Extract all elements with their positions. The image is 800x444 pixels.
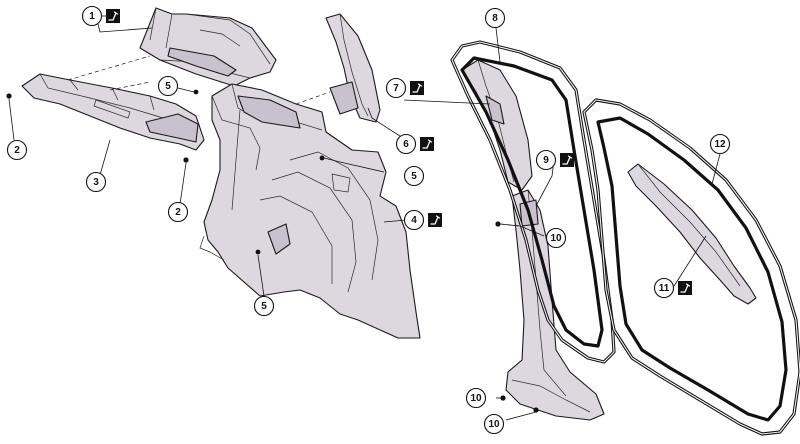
callout-11: 11 xyxy=(653,277,692,299)
callout-circle xyxy=(484,7,506,29)
callout-number: 5 xyxy=(261,301,267,312)
callout-number: 5 xyxy=(411,171,417,182)
callout-circle xyxy=(465,387,487,409)
callout-5: 5 xyxy=(403,165,425,187)
callout-circle xyxy=(167,201,189,223)
clip-5-bottom xyxy=(255,249,261,255)
callout-number: 12 xyxy=(714,139,726,150)
callout-7: 7 xyxy=(385,77,424,99)
callout-4: 4 xyxy=(403,209,442,231)
part-6-pillar-trim xyxy=(325,13,381,123)
callout-2: 2 xyxy=(167,201,189,223)
callout-number: 10 xyxy=(488,419,500,430)
callout-number: 10 xyxy=(550,233,562,244)
callout-circle xyxy=(385,77,407,99)
callout-number: 2 xyxy=(175,207,181,218)
part-3-sill-trim xyxy=(21,73,205,151)
callout-number: 11 xyxy=(659,283,670,294)
callout-circle xyxy=(403,165,425,187)
callout-circle xyxy=(535,149,557,171)
callout-circle xyxy=(81,5,103,27)
callout-number: 10 xyxy=(470,393,482,404)
trim-tool-icon xyxy=(560,153,574,167)
callout-10: 10 xyxy=(545,227,567,249)
trim-tool-icon xyxy=(106,9,120,23)
callout-number: 5 xyxy=(165,81,171,92)
callout-circle xyxy=(403,209,425,231)
callout-2: 2 xyxy=(6,139,28,161)
screw-10-bottom xyxy=(533,407,539,413)
trim-tool-icon xyxy=(410,81,424,95)
callout-number: 9 xyxy=(543,155,549,166)
screw-2-left xyxy=(6,93,12,99)
callout-number: 1 xyxy=(89,11,95,22)
part-8-door-seal xyxy=(450,40,616,364)
callout-number: 3 xyxy=(93,177,99,188)
part-4-quarter-panel xyxy=(199,83,421,339)
callout-number: 6 xyxy=(403,139,409,150)
clip-5-top xyxy=(193,89,199,95)
callout-10: 10 xyxy=(465,387,487,409)
callout-circle xyxy=(653,277,675,299)
screw-10-top xyxy=(495,221,501,227)
part-11-pillar-trim xyxy=(627,163,757,305)
clip-5-right xyxy=(319,155,325,161)
callout-circle xyxy=(483,413,505,435)
callout-circle xyxy=(253,295,275,317)
callout-8: 8 xyxy=(484,7,506,29)
fastener-screws xyxy=(6,89,539,413)
callout-circle xyxy=(395,133,417,155)
callout-circle xyxy=(6,139,28,161)
part-1-upper-quarter-trim xyxy=(139,7,277,87)
callout-circle xyxy=(85,171,107,193)
callout-number: 2 xyxy=(14,145,20,156)
callout-circle xyxy=(545,227,567,249)
callout-10: 10 xyxy=(483,413,505,435)
part-12-door-seal xyxy=(582,98,800,436)
callout-12: 12 xyxy=(709,133,731,155)
callout-number: 7 xyxy=(393,83,399,94)
callout-5: 5 xyxy=(157,75,179,97)
trim-tool-icon xyxy=(420,137,434,151)
callout-number: 4 xyxy=(411,215,417,226)
trim-tool-icon xyxy=(428,213,442,227)
callout-circle xyxy=(709,133,731,155)
callout-1: 1 xyxy=(81,5,120,27)
screw-2-right xyxy=(183,157,189,163)
callout-number: 8 xyxy=(492,13,498,24)
callout-9: 9 xyxy=(535,149,574,171)
part-7-upper-pillar-trim xyxy=(461,59,533,191)
callout-circle xyxy=(157,75,179,97)
callout-5: 5 xyxy=(253,295,275,317)
callout-3: 3 xyxy=(85,171,107,193)
trim-tool-icon xyxy=(678,281,692,295)
callout-6: 6 xyxy=(395,133,434,155)
